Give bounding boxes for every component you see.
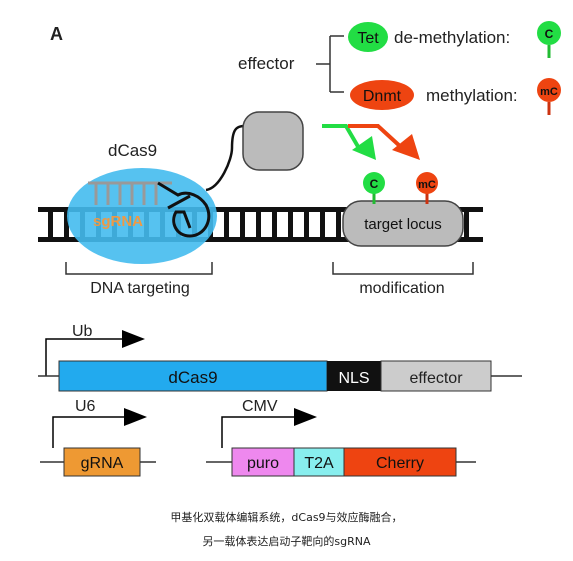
methylation-label: methylation:: [426, 86, 518, 105]
cmv-promoter-arrowhead: [294, 408, 317, 426]
green-arrow-head: [352, 136, 376, 160]
dna-targeting-bracket: [65, 262, 213, 275]
sgrna-loop: [157, 181, 211, 238]
dnmt-enzyme: [350, 80, 414, 110]
c-mark-locus: C: [370, 177, 379, 191]
dna-rung: [288, 212, 293, 237]
tet-label: Tet: [357, 30, 379, 47]
modification-bracket: [332, 262, 474, 275]
dcas9-segment-label: dCas9: [168, 368, 217, 387]
target-locus-label: target locus: [364, 216, 442, 233]
dna-rung: [240, 212, 245, 237]
dnmt-label: Dnmt: [363, 88, 402, 105]
dna-rung: [336, 212, 341, 237]
dna-strand-top: [38, 207, 483, 212]
target-locus-box: [342, 200, 464, 247]
cmv-promoter-arrow: [221, 416, 302, 448]
c-mark-top: C: [545, 27, 554, 41]
dna-rung: [64, 212, 69, 237]
u6-promoter-arrow: [52, 416, 132, 448]
u6-promoter-label: U6: [75, 398, 96, 415]
modification-label: modification: [359, 280, 444, 297]
linker: [205, 124, 245, 192]
effector-label: effector: [238, 54, 295, 73]
red-arrow-head: [392, 134, 420, 160]
dcas9-segment: [58, 360, 328, 392]
effector-segment: [380, 360, 492, 392]
effector-box: [242, 111, 304, 171]
green-arrow: [322, 124, 362, 152]
dna-rung: [272, 212, 277, 237]
dna-rung: [320, 212, 325, 237]
u6-promoter-arrowhead: [124, 408, 147, 426]
puro-segment: [231, 447, 295, 477]
t2a-segment: [293, 447, 345, 477]
mc-mark-locus: mC: [418, 179, 436, 191]
effector-bracket: [316, 35, 344, 93]
tet-enzyme: [348, 22, 388, 52]
red-arrow: [348, 124, 404, 150]
nls-segment-label: NLS: [338, 370, 369, 387]
ub-promoter-arrow: [45, 338, 130, 376]
mc-mark-top: mC: [540, 86, 558, 98]
dna-rung: [464, 212, 469, 237]
caption-line-2: 另一载体表达启动子靶向的sgRNA: [202, 535, 371, 548]
dcas9-top-label: dCas9: [108, 141, 157, 160]
grna-segment: [63, 447, 141, 477]
demethylation-label: de-methylation:: [394, 28, 510, 47]
dna-rung: [48, 212, 53, 237]
ub-promoter-arrowhead: [122, 330, 145, 348]
sgrna-backbone: [88, 181, 172, 205]
dcas9-blob: [67, 168, 217, 264]
cherry-segment-label: Cherry: [376, 455, 424, 472]
nls-segment: [327, 361, 381, 391]
cherry-segment: [343, 447, 457, 477]
t2a-segment-label: T2A: [304, 455, 334, 472]
effector-segment-label: effector: [409, 370, 463, 387]
sgrna-label: sgRNA: [93, 213, 143, 230]
cmv-promoter-label: CMV: [242, 398, 278, 415]
dna-strand-bottom: [38, 237, 483, 242]
c-pin-top: [537, 21, 561, 45]
mc-pin-top: [537, 78, 561, 102]
ub-promoter-label: Ub: [72, 323, 93, 340]
c-pin-locus: [363, 172, 385, 194]
dna-rung: [224, 212, 229, 237]
dna-rung: [304, 212, 309, 237]
panel-label: A: [50, 24, 63, 44]
caption-line-1: 甲基化双载体编辑系统，dCas9与效应酶融合，: [170, 511, 403, 524]
mc-pin-locus: [416, 172, 438, 194]
dna-rung: [256, 212, 261, 237]
puro-segment-label: puro: [247, 455, 279, 472]
grna-segment-label: gRNA: [81, 455, 124, 472]
dna-targeting-label: DNA targeting: [90, 280, 190, 297]
